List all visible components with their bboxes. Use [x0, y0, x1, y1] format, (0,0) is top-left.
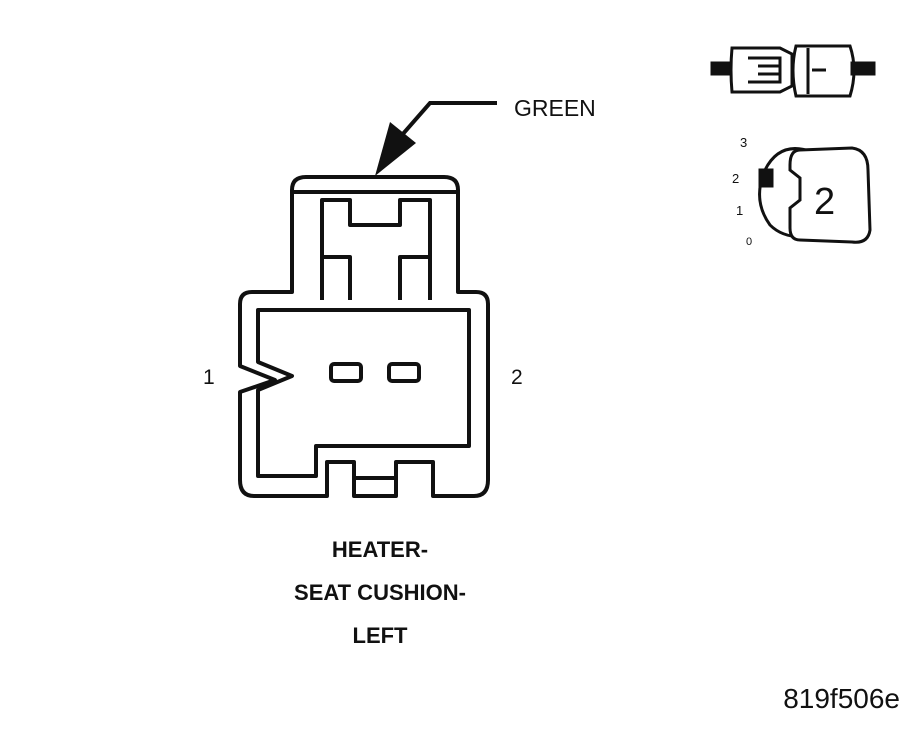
- pin-label-1: 1: [203, 366, 215, 389]
- key-number: 2: [814, 181, 835, 223]
- terminal-cavity-2: [387, 362, 421, 383]
- key-position-2: 2: [732, 171, 739, 186]
- terminal-cavities: [329, 362, 421, 383]
- key-position-1: 1: [736, 203, 743, 218]
- pin-label-2: 2: [511, 366, 523, 389]
- key-position-3: 3: [740, 135, 747, 150]
- connector-title-line-1: HEATER-: [331, 537, 429, 562]
- connector-title-line-3: LEFT: [352, 623, 408, 648]
- terminal-cavity-1: [329, 362, 363, 383]
- figure-id: 819f506e: [783, 683, 900, 714]
- callout-arrow: [375, 101, 497, 176]
- key-position-icon: [758, 146, 872, 244]
- connector-title-line-2: SEAT CUSHION-: [294, 580, 466, 605]
- connector-halves-icon: [710, 44, 876, 98]
- wire-color-label: GREEN: [514, 95, 596, 121]
- connector-inner-detail: [256, 190, 471, 480]
- key-position-0: 0: [746, 236, 752, 248]
